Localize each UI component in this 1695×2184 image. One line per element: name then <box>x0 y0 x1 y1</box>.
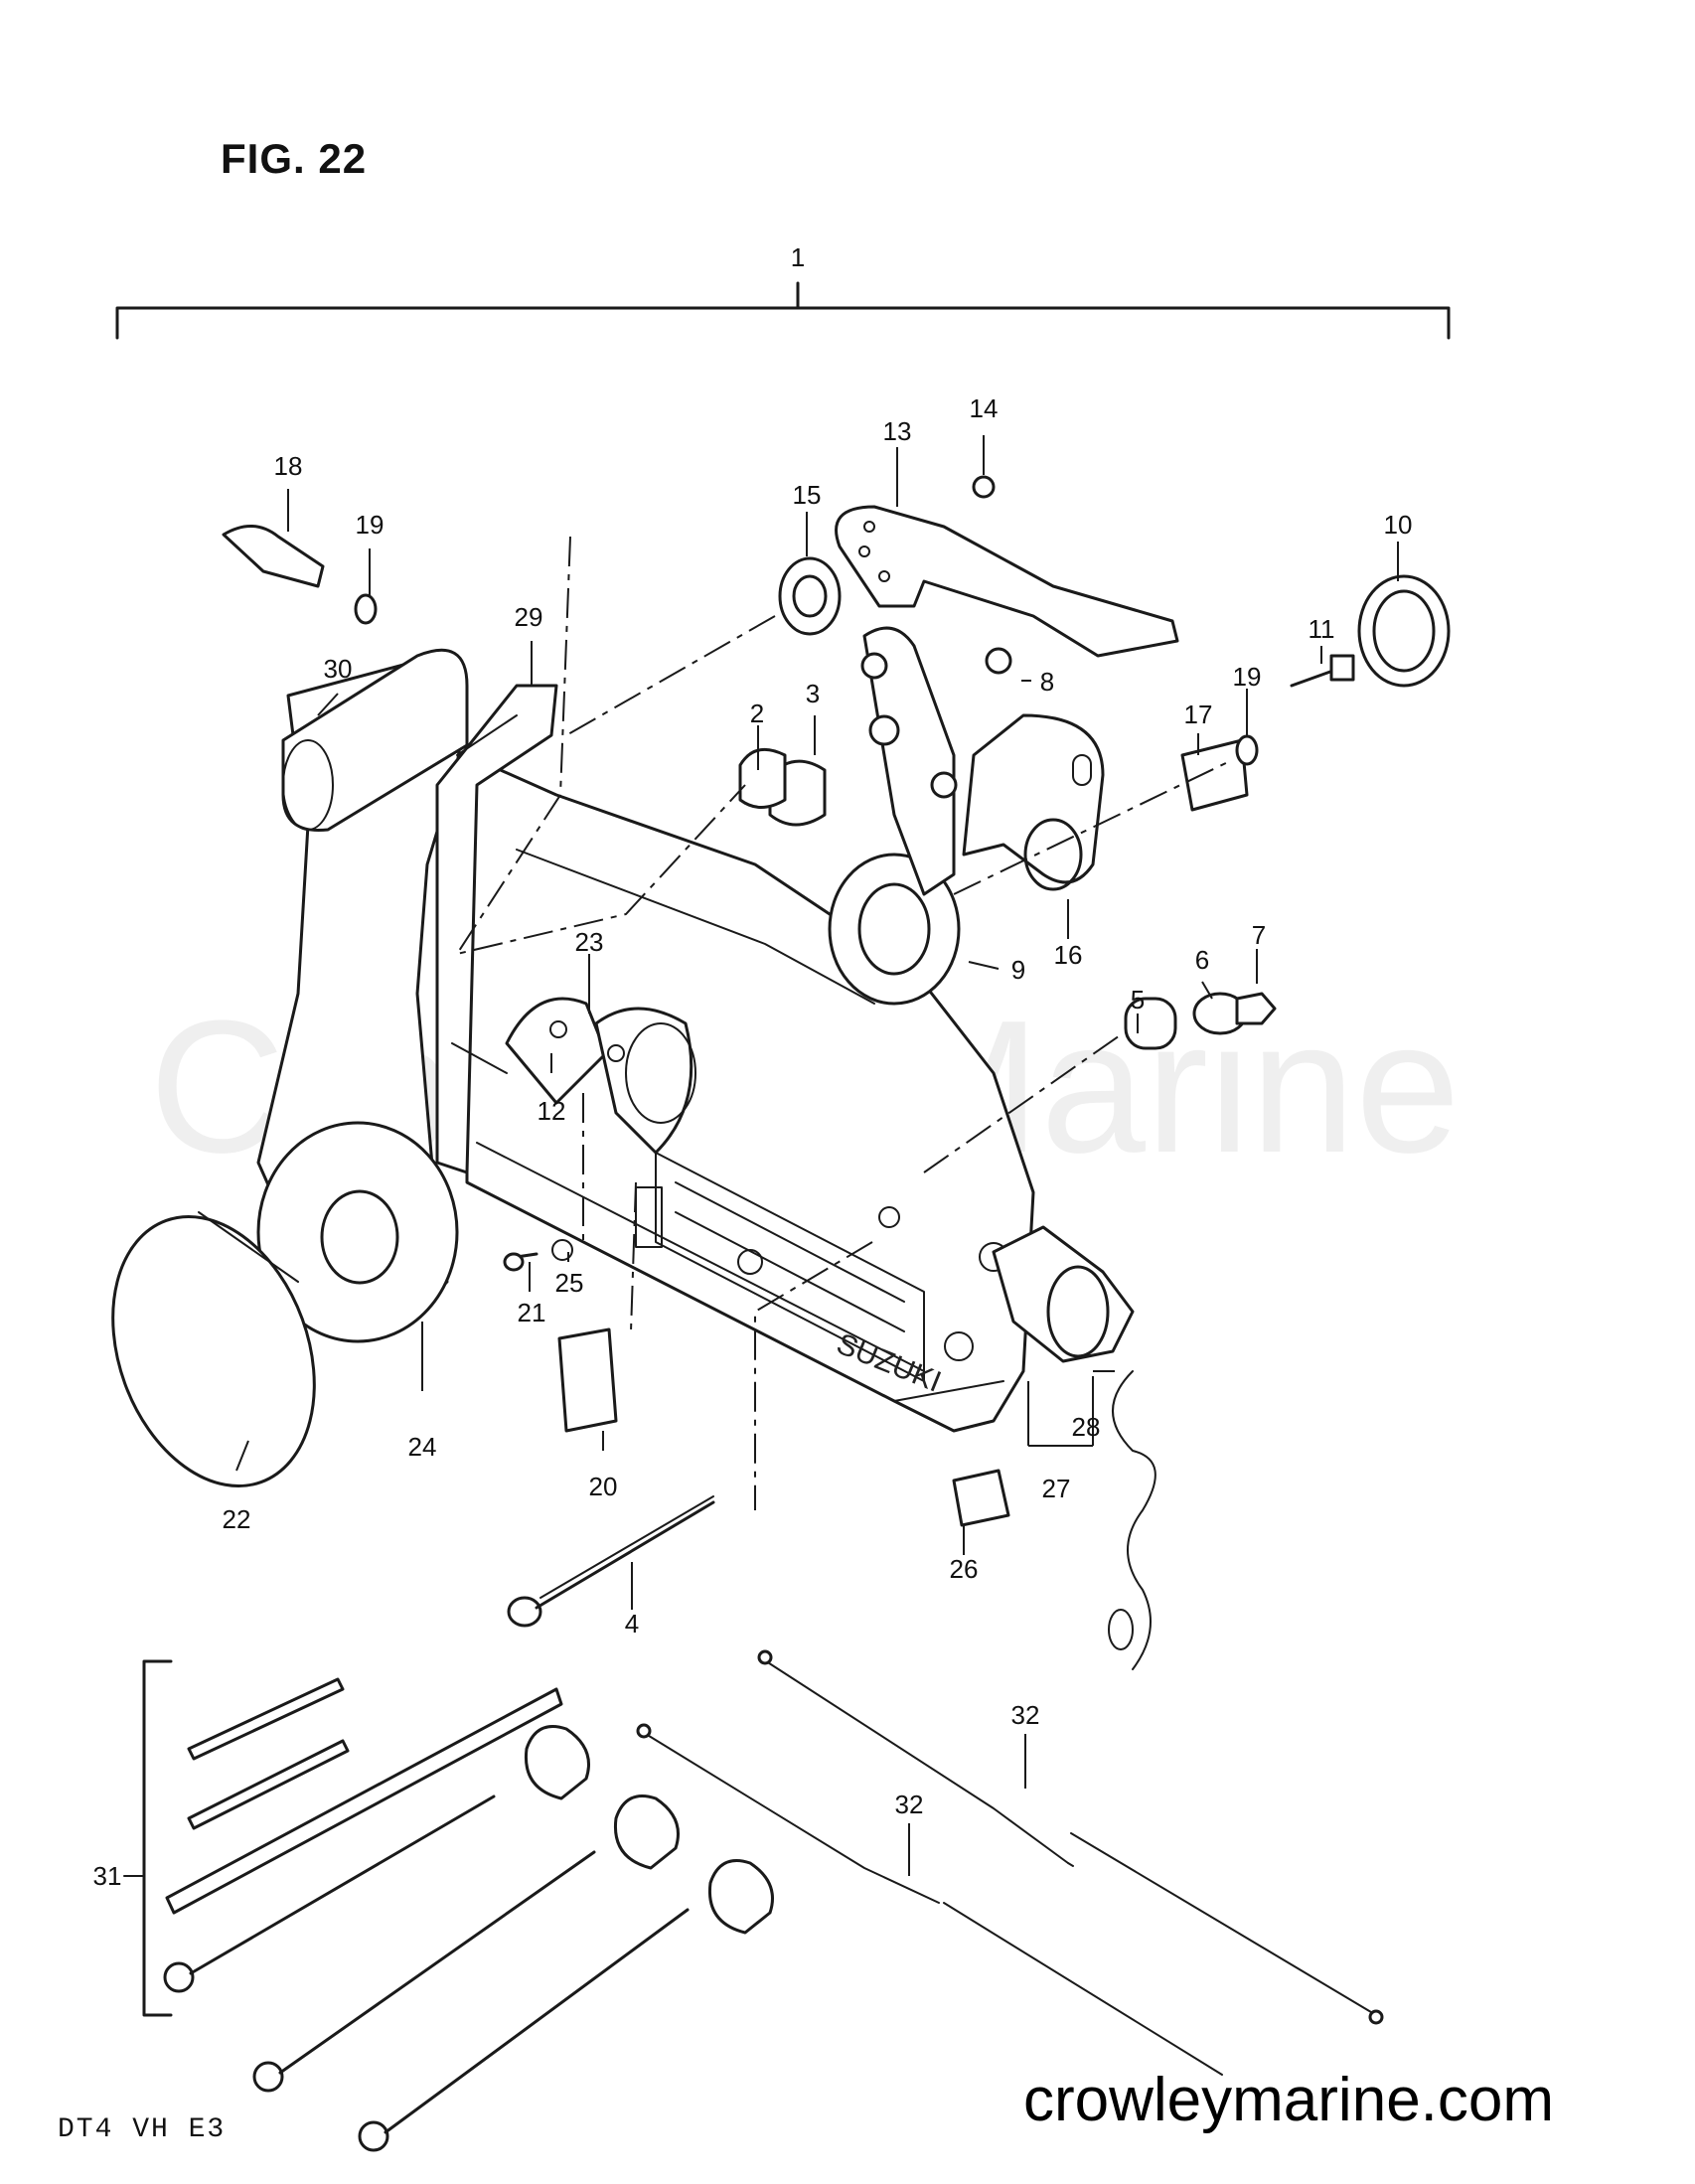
cable-ties <box>165 1677 563 1915</box>
rubber-pads <box>524 1725 774 1935</box>
callout-16: 16 <box>1054 940 1083 970</box>
leader-lines <box>235 435 1399 1876</box>
callout-26: 26 <box>950 1554 979 1584</box>
clip-26 <box>952 1469 1010 1527</box>
callout-30: 30 <box>324 654 353 684</box>
nut-7 <box>1235 992 1277 1025</box>
site-url: crowleymarine.com <box>1023 2066 1555 2134</box>
callout-18: 18 <box>274 451 303 481</box>
callout-22: 22 <box>223 1504 251 1534</box>
long-screws <box>163 1794 690 2152</box>
callout-27: 27 <box>1042 1474 1071 1503</box>
knob-18 <box>222 525 325 588</box>
side-cover <box>111 1211 316 1488</box>
assembly-lines <box>454 536 1233 1510</box>
control-handle <box>256 648 558 1343</box>
callout-32: 32 <box>1011 1700 1040 1730</box>
figure-title: FIG. 22 <box>221 135 368 182</box>
callout-15: 15 <box>793 480 822 510</box>
callout-13: 13 <box>883 416 912 446</box>
callout-4: 4 <box>625 1609 639 1638</box>
stop-switch <box>992 1225 1156 1670</box>
clip-19 <box>354 593 378 625</box>
callout-labels: 1 2 3 4 5 6 7 8 9 10 11 12 13 14 15 16 1… <box>93 242 1413 1891</box>
callout-25: 25 <box>555 1268 584 1298</box>
callout-32b: 32 <box>895 1790 924 1819</box>
screw-14 <box>972 475 996 499</box>
callout-7: 7 <box>1252 920 1266 950</box>
stopper-20 <box>557 1327 618 1433</box>
callout-2: 2 <box>750 699 764 728</box>
shift-lever-plate <box>828 626 1105 1006</box>
callout-19: 19 <box>356 510 385 540</box>
collar-3 <box>738 747 787 809</box>
small-hardware <box>222 475 1451 1527</box>
throttle-lever-arm <box>835 505 1179 658</box>
callout-17: 17 <box>1184 700 1213 729</box>
remote-control-box-housing: SUZUKI <box>465 753 1035 1433</box>
callout-6: 6 <box>1195 945 1209 975</box>
callout-8: 8 <box>1040 667 1054 697</box>
callout-12: 12 <box>538 1096 566 1126</box>
callout-10: 10 <box>1384 510 1413 540</box>
callout-9: 9 <box>1011 955 1025 985</box>
gear-assembly <box>505 997 696 1155</box>
callout-1: 1 <box>791 242 805 272</box>
callout-20: 20 <box>589 1472 618 1501</box>
callout-21: 21 <box>518 1298 546 1327</box>
long-bolt <box>507 1495 715 1628</box>
accessory-kit-bracket <box>123 1659 173 2017</box>
assembly-bracket <box>115 281 1451 340</box>
callout-5: 5 <box>1131 985 1145 1014</box>
clip-19b <box>1235 734 1259 766</box>
callout-31: 31 <box>93 1861 122 1891</box>
spacer-5 <box>1124 997 1177 1050</box>
screw-21 <box>503 1252 525 1272</box>
clip-8 <box>985 647 1012 675</box>
control-cables <box>636 1649 1384 2076</box>
callout-29: 29 <box>515 602 543 632</box>
model-code: DT4 VH E3 <box>58 2114 227 2145</box>
callout-28: 28 <box>1072 1412 1101 1442</box>
bushing-15 <box>778 556 842 636</box>
callout-11: 11 <box>1309 614 1335 644</box>
callout-19b: 19 <box>1233 662 1262 692</box>
callout-14: 14 <box>970 393 999 423</box>
callout-23: 23 <box>575 927 604 957</box>
callout-3: 3 <box>806 679 820 708</box>
lockwasher-25 <box>551 1239 573 1261</box>
callout-24: 24 <box>408 1432 437 1462</box>
bracket-17 <box>1180 738 1249 812</box>
